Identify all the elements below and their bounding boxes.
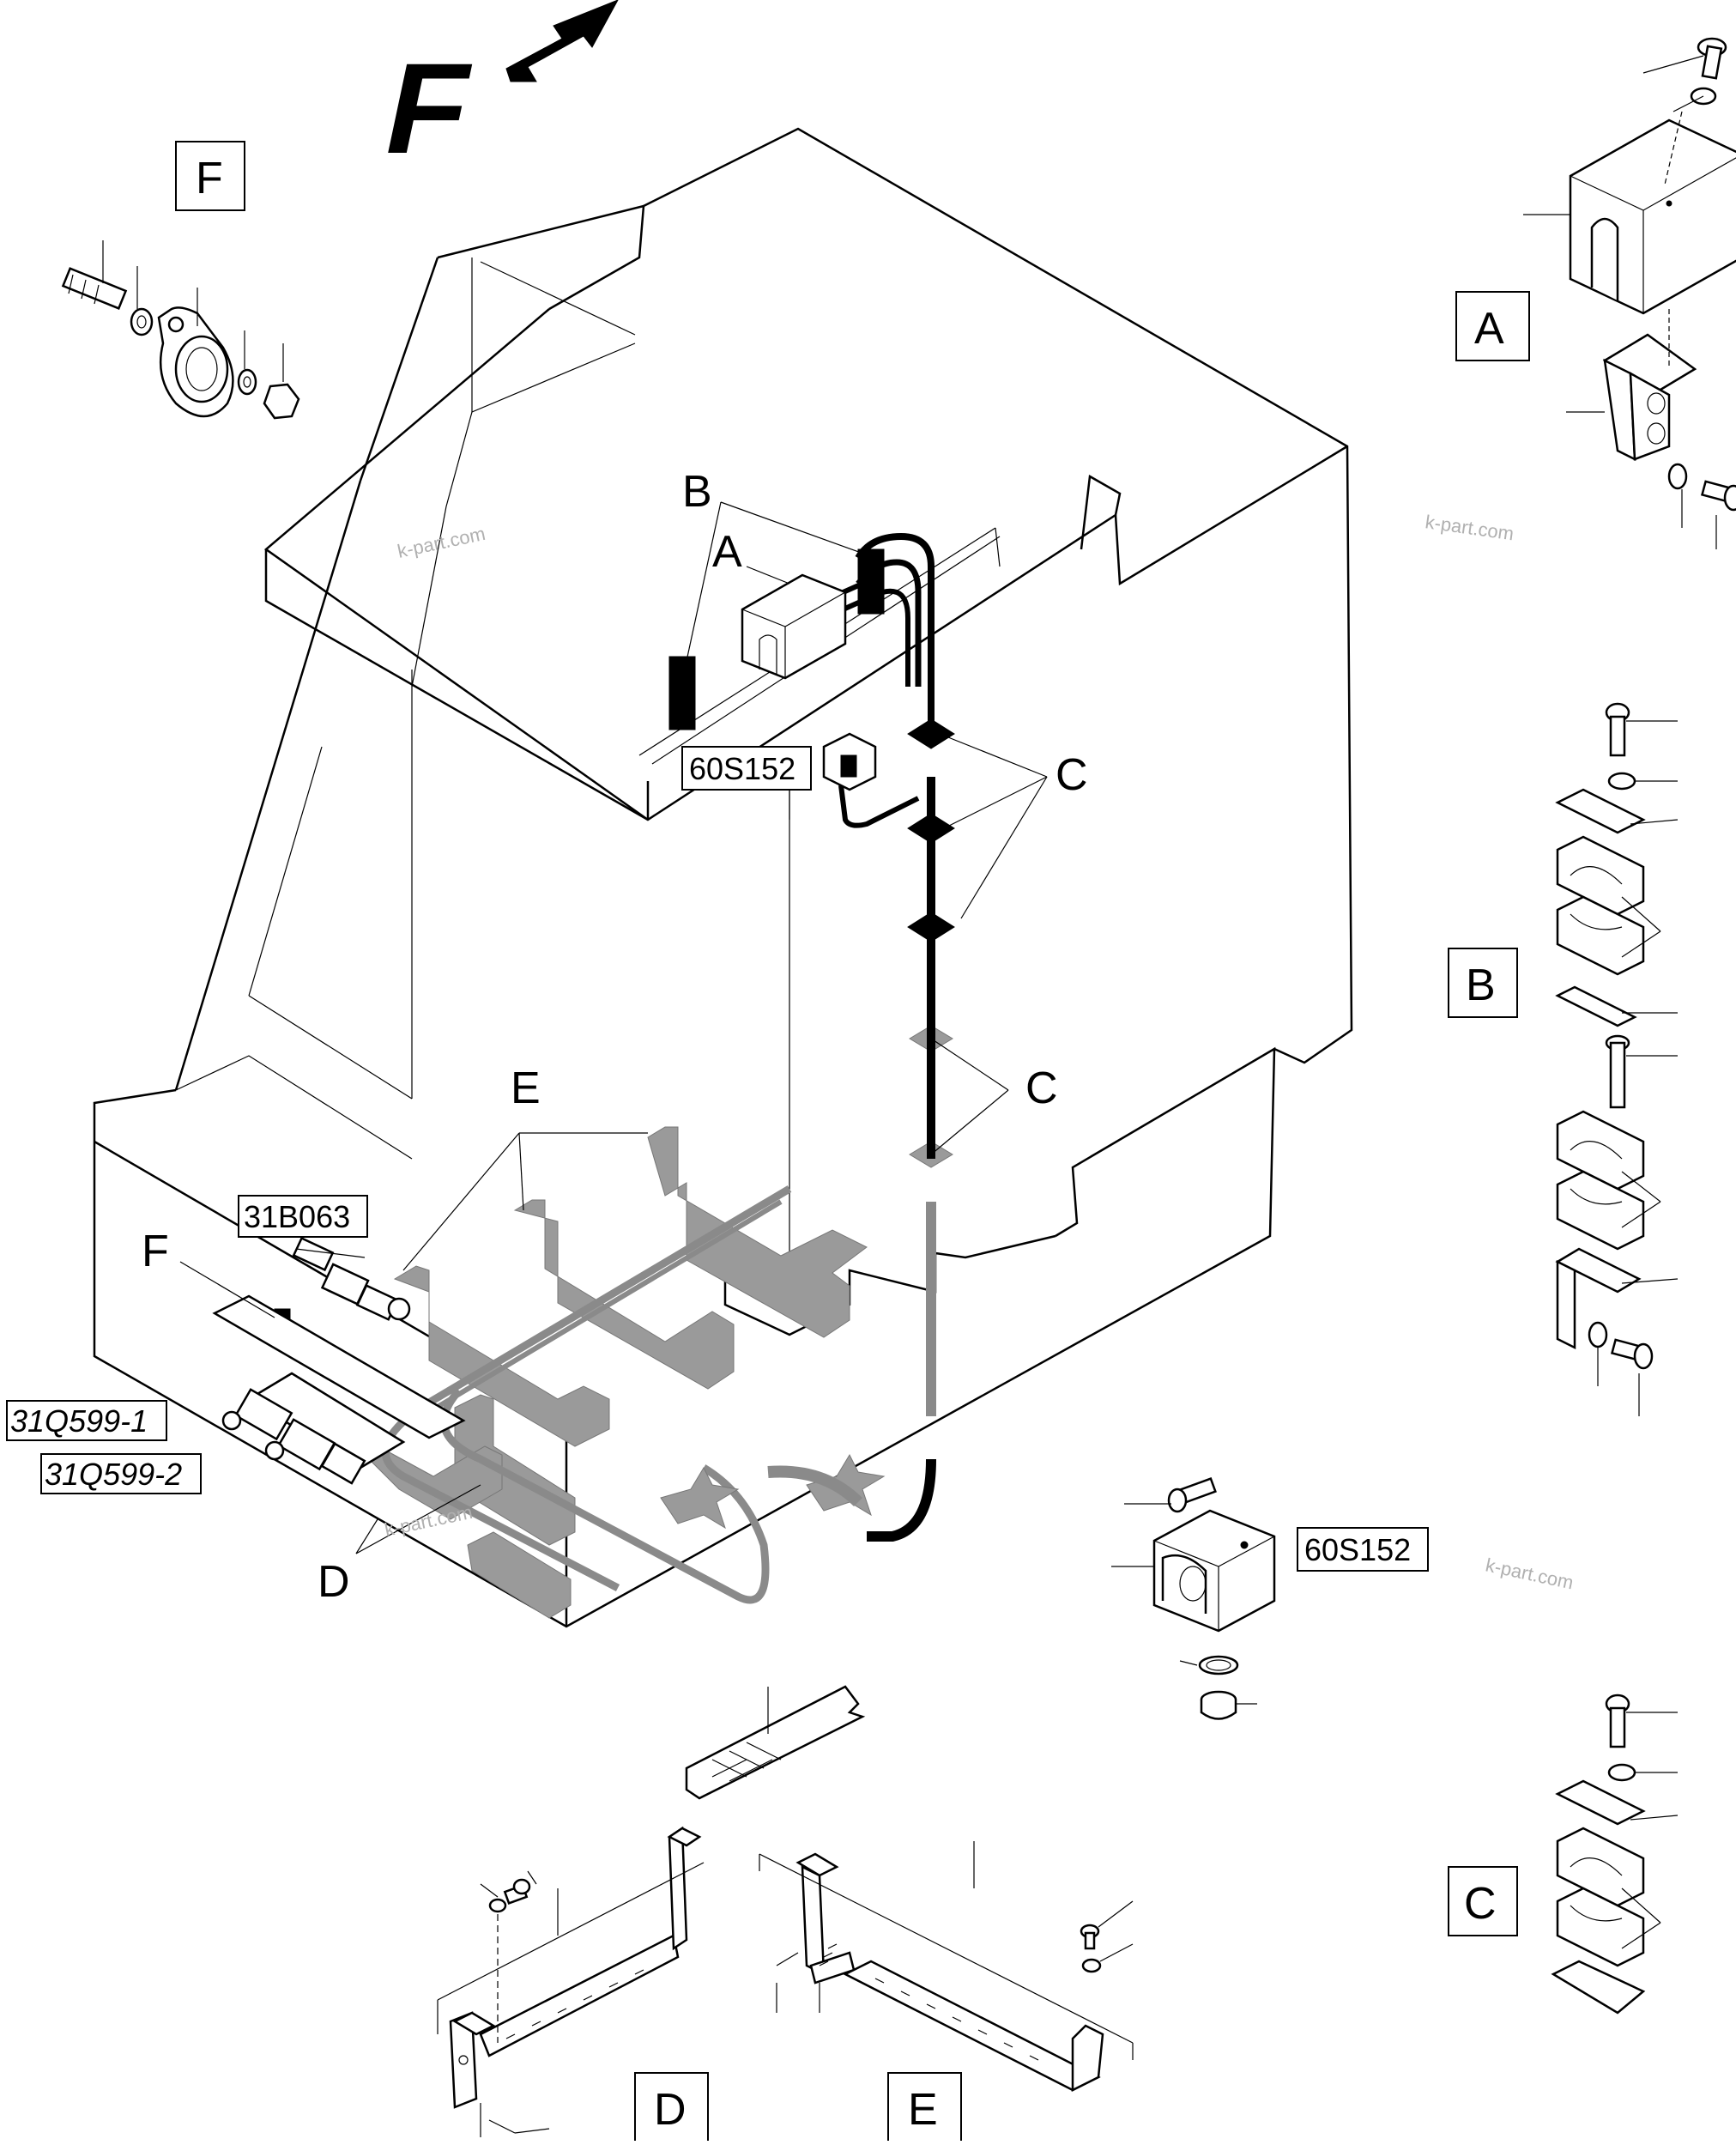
clamp-half-icon	[1556, 1170, 1645, 1251]
detail-F: F	[61, 141, 300, 420]
washer-icon	[1081, 1958, 1102, 1973]
callout-D-label: D	[318, 1557, 350, 1607]
base-plate-icon	[1551, 1960, 1646, 2015]
callout-leaders	[179, 501, 1048, 1554]
clamp-half-icon	[1556, 1110, 1645, 1191]
part-number-60S152-main: 60S152	[681, 746, 812, 791]
screw-icon	[1697, 37, 1727, 80]
angle-bracket-icon	[1555, 1247, 1642, 1350]
hidden-harness-routing	[368, 1025, 953, 1619]
detail-E: E	[759, 1841, 1134, 2142]
detail-C: C	[1448, 1694, 1679, 2015]
screw-icon	[1080, 1924, 1100, 1950]
detail-A-label: A	[1474, 304, 1504, 354]
screw-icon	[1610, 1338, 1654, 1370]
clamp-half-icon	[1556, 1887, 1645, 1967]
callout-F-label: F	[142, 1227, 169, 1276]
watermark: k-part.com	[1484, 1554, 1576, 1593]
callout-A-label: A	[712, 527, 742, 577]
detail-D: D	[437, 1826, 709, 2142]
detail-E-label: E	[908, 2085, 938, 2135]
mounting-bracket-icon	[1602, 333, 1697, 462]
callout-C-lower-label: C	[1025, 1063, 1058, 1113]
part-number-31B063: 31B063	[238, 1195, 368, 1238]
part-number-31Q599-1: 31Q599-1	[6, 1400, 167, 1441]
clamp-half-icon	[1556, 895, 1645, 976]
washer-icon	[1667, 463, 1688, 490]
main-harness	[668, 532, 955, 1542]
callout-E-label: E	[511, 1063, 541, 1113]
nut-icon	[263, 383, 300, 420]
screw-icon	[1605, 1694, 1630, 1748]
detail-B: B	[1448, 702, 1679, 1416]
detail-F-label: F	[196, 154, 223, 203]
part-number-31B063-text: 31B063	[244, 1199, 350, 1234]
washer-icon	[1607, 772, 1636, 791]
detail-sensor-60S152: 60S152	[1111, 1477, 1429, 1720]
view-arrow-icon	[505, 0, 619, 82]
watermark: k-part.com	[383, 1501, 475, 1541]
sensor-60S152-mounted	[822, 732, 877, 791]
view-arrow-label: F	[373, 38, 482, 181]
washer-icon	[237, 368, 257, 396]
detail-D-label: D	[654, 2085, 687, 2135]
support-bracket-D-icon	[449, 1826, 702, 2109]
washer-icon	[1588, 1321, 1608, 1348]
part-number-31Q599-2: 31Q599-2	[40, 1453, 202, 1494]
cable-clamp-icon	[157, 306, 234, 418]
clamp-B-icon	[857, 548, 885, 615]
screw-icon	[1700, 480, 1736, 512]
washer-icon	[1607, 1763, 1636, 1782]
clamp-plate-icon	[1555, 1779, 1646, 1826]
view-direction-indicator: F	[373, 0, 619, 181]
plug-icon	[1200, 1690, 1237, 1720]
stud-bolt-icon	[1605, 1034, 1630, 1109]
clamp-plate-icon	[1555, 788, 1646, 834]
clamp-half-icon	[1556, 835, 1645, 916]
cable-tie-strip	[685, 1685, 866, 1800]
cover-box-icon	[1569, 118, 1736, 315]
part-number-31Q599-2-text: 31Q599-2	[45, 1457, 182, 1492]
clamp-half-icon	[1556, 1827, 1645, 1907]
part-number-60S152-main-text: 60S152	[689, 751, 795, 786]
washer-icon	[130, 307, 154, 336]
stud-bolt-icon	[61, 267, 128, 310]
part-number-31Q599-1-text: 31Q599-1	[10, 1403, 148, 1439]
clamp-C-icon	[907, 718, 955, 749]
detail-A: A	[1455, 37, 1736, 549]
screw-icon	[503, 1878, 531, 1905]
watermark: k-part.com	[1424, 511, 1515, 544]
clamp-C-icon	[907, 912, 955, 942]
o-ring-icon	[1198, 1655, 1239, 1675]
screw-icon	[1167, 1477, 1217, 1513]
support-bracket-E-icon	[795, 1852, 1104, 2093]
callout-B-label: B	[682, 467, 712, 517]
junction-box-A	[741, 573, 847, 680]
screw-icon	[1605, 702, 1630, 757]
clamp-C-icon	[907, 813, 955, 844]
detail-B-label: B	[1466, 960, 1496, 1010]
spacer-plate-icon	[1555, 985, 1637, 1027]
washer-icon	[488, 1898, 507, 1913]
detail-C-label: C	[1464, 1879, 1497, 1929]
watermark: k-part.com	[396, 523, 487, 562]
callout-C-upper-label: C	[1056, 750, 1088, 800]
valve-block-31Q599	[212, 1294, 466, 1485]
clamp-B-icon	[668, 656, 696, 730]
part-number-60S152-detail-text: 60S152	[1304, 1532, 1411, 1567]
sensor-housing-icon	[1152, 1509, 1276, 1633]
sensor-31B063-assembly	[274, 1236, 411, 1322]
